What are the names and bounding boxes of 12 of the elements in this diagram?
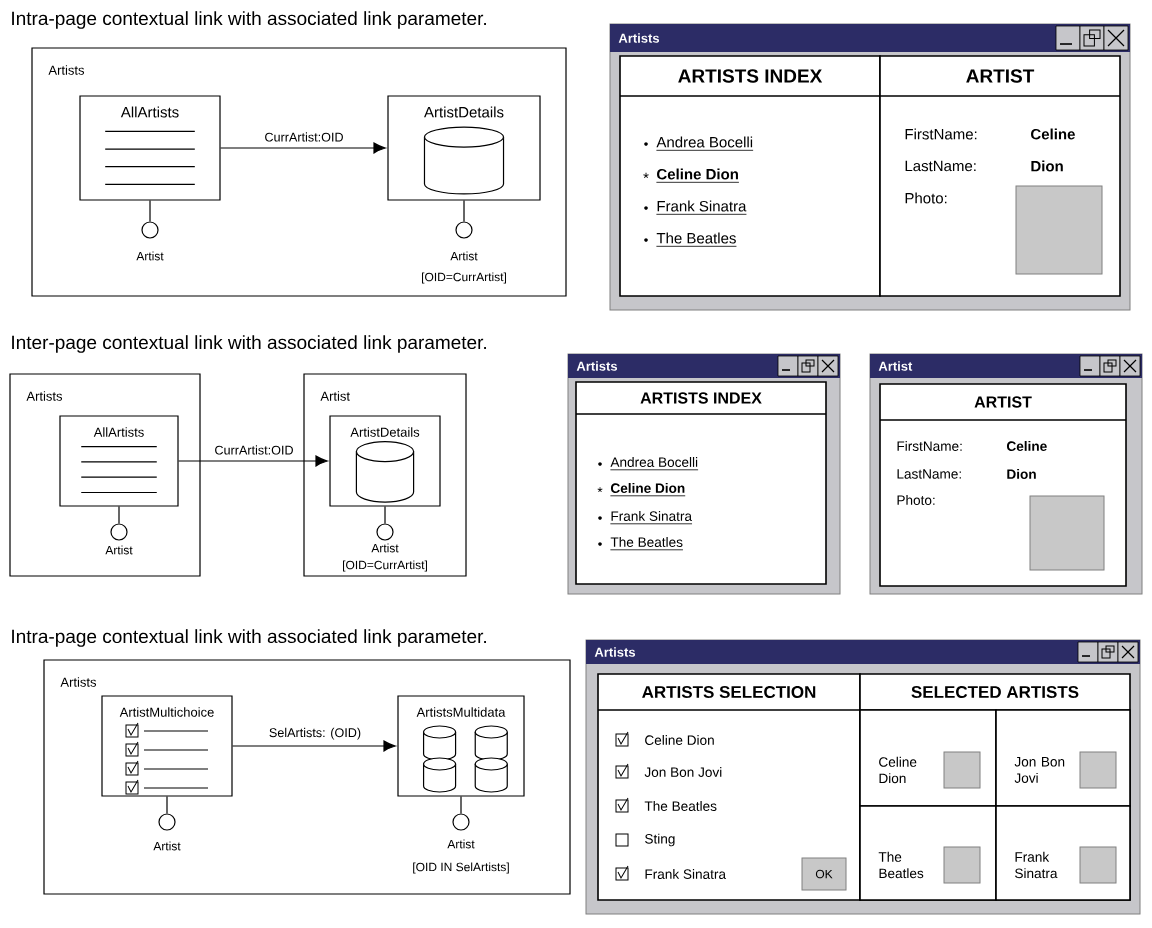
section-heading: Inter-page contextual link with associated link parameter. (12, 335, 486, 353)
connector-line (460, 796, 462, 814)
connector-line (118, 506, 120, 524)
arrow (220, 142, 386, 154)
connector-line (149, 200, 151, 222)
connector-line (463, 200, 465, 222)
connector-line (384, 506, 386, 524)
arrow (178, 455, 328, 467)
connector-line (166, 796, 168, 814)
section-heading: Intra-page contextual link with associated link parameter. (12, 11, 486, 29)
arrow (232, 740, 396, 752)
section-heading: Intra-page contextual link with associated link parameter. (12, 629, 486, 647)
